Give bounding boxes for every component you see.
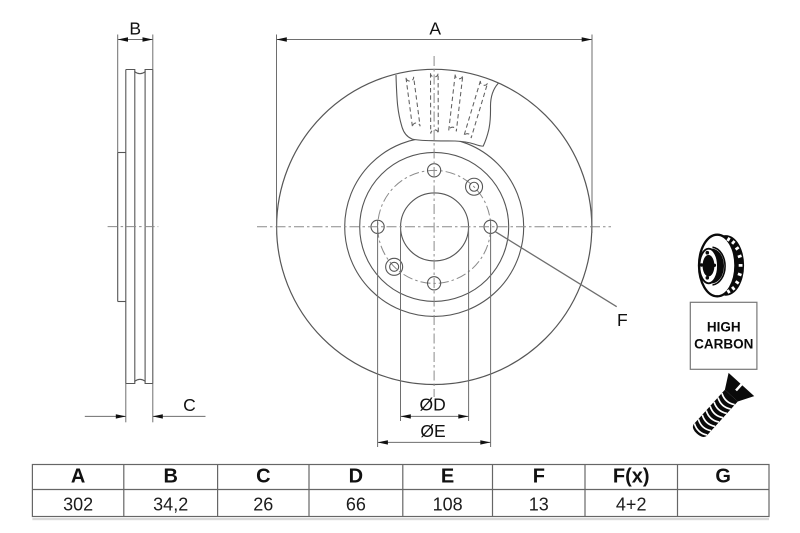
svg-text:CARBON: CARBON — [694, 337, 753, 352]
svg-text:4+2: 4+2 — [616, 495, 647, 515]
svg-text:ØD: ØD — [419, 395, 445, 415]
svg-text:F: F — [533, 465, 545, 487]
svg-text:B: B — [163, 465, 177, 487]
svg-text:26: 26 — [253, 495, 273, 515]
svg-text:F(x): F(x) — [613, 465, 650, 487]
svg-text:C: C — [183, 395, 196, 415]
svg-text:66: 66 — [346, 495, 366, 515]
svg-text:HIGH: HIGH — [707, 320, 741, 335]
svg-text:F: F — [617, 310, 628, 330]
svg-text:E: E — [441, 465, 454, 487]
svg-text:108: 108 — [433, 495, 463, 515]
svg-text:A: A — [429, 18, 441, 38]
svg-text:13: 13 — [529, 495, 549, 515]
svg-text:34,2: 34,2 — [153, 495, 188, 515]
svg-text:G: G — [715, 465, 731, 487]
svg-text:ØE: ØE — [420, 421, 445, 441]
svg-text:D: D — [349, 465, 363, 487]
svg-text:302: 302 — [63, 495, 93, 515]
svg-text:B: B — [129, 18, 141, 38]
svg-text:C: C — [256, 465, 270, 487]
svg-text:A: A — [71, 465, 85, 487]
